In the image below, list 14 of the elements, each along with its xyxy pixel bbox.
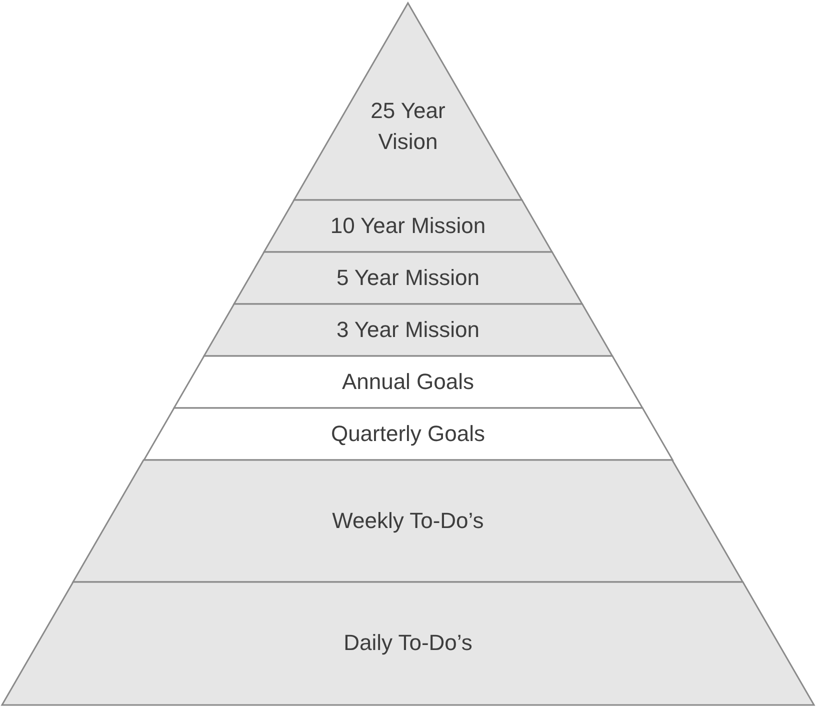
tier-label: Quarterly Goals <box>330 420 486 448</box>
tier-label: 3 Year Mission <box>336 316 480 344</box>
tier-label: 25 Year Vision <box>370 96 446 156</box>
tier-label: 10 Year Mission <box>330 212 486 240</box>
pyramid-tier <box>144 408 672 460</box>
pyramid-tier <box>204 304 612 356</box>
tier-label: Weekly To-Do’s <box>332 506 484 535</box>
pyramid-tier <box>234 252 582 304</box>
tier-label: Daily To-Do’s <box>344 629 472 658</box>
pyramid-tier <box>2 582 814 705</box>
tier-label: 5 Year Mission <box>336 264 480 292</box>
pyramid-tier <box>174 356 642 408</box>
pyramid-tier <box>73 460 743 582</box>
tier-label: Annual Goals <box>342 368 474 396</box>
